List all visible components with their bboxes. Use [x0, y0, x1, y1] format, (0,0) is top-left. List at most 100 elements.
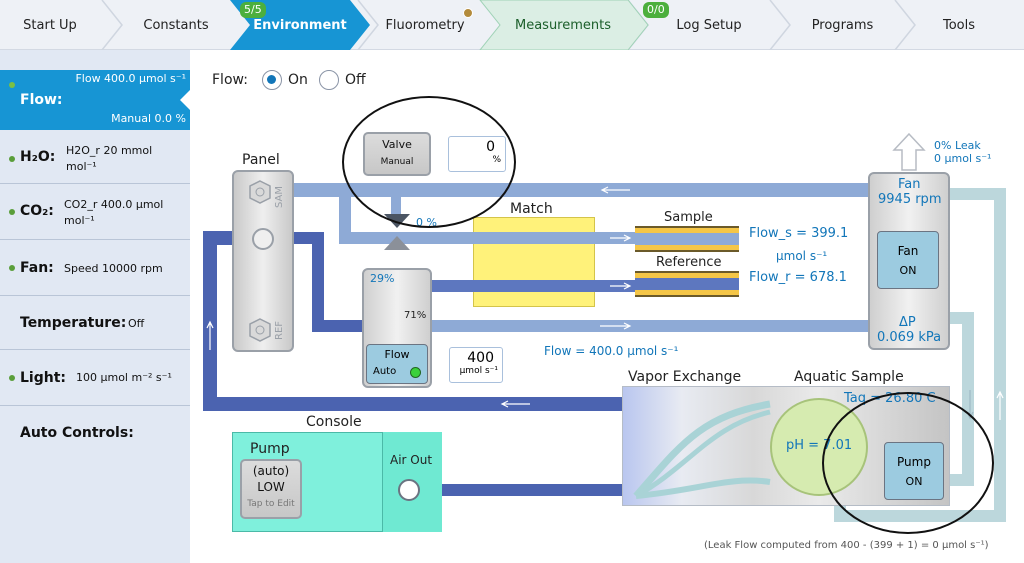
match-label: Match: [510, 201, 553, 217]
sidebar-item-value: Flow 400.0 µmol s⁻¹: [75, 72, 186, 85]
leak-flow: 0 µmol s⁻¹: [934, 152, 992, 165]
sidebar-item-value: mol⁻¹: [66, 160, 97, 173]
reference-cell-flow: [635, 278, 739, 290]
pump-callout-circle: [822, 392, 994, 534]
pump-speed-button[interactable]: (auto) LOW Tap to Edit: [240, 459, 302, 519]
flow-on-label: On: [288, 72, 308, 88]
hexagon-valve-icon: [249, 318, 271, 342]
fan-title: Fan: [898, 177, 921, 192]
tab-environment[interactable]: Environment: [248, 0, 352, 50]
flow-toggle-label: Flow:: [212, 72, 248, 88]
fluorometry-status-dot: [463, 8, 473, 18]
sidebar-item-temperature[interactable]: Temperature: Off: [0, 296, 190, 350]
sample-label: Sample: [664, 210, 713, 225]
flow-r-value: Flow_r = 678.1: [749, 270, 847, 285]
air-out-label: Air Out: [390, 453, 433, 467]
split-71: 71%: [404, 310, 427, 321]
flow-control-mode: Auto: [373, 366, 397, 377]
flow-unit: µmol s⁻¹: [776, 249, 828, 263]
sidebar-item-auto-controls[interactable]: Auto Controls:: [0, 406, 190, 460]
sidebar-item-label: Fan:: [20, 260, 54, 276]
sidebar-item-label: Temperature:: [20, 315, 127, 331]
tab-measurements[interactable]: Measurements: [498, 0, 628, 50]
console-label: Console: [306, 414, 362, 430]
sidebar-item-light[interactable]: Light: 100 µmol m⁻² s⁻¹: [0, 350, 190, 406]
sidebar-item-value: Manual 0.0 %: [111, 112, 186, 125]
tab-fluorometry[interactable]: Fluorometry: [372, 0, 478, 50]
air-out-port: [398, 479, 420, 501]
match-block: [473, 217, 595, 307]
ref-label: REF: [274, 320, 285, 340]
sidebar-item-value: CO2_r 400.0 µmol: [64, 198, 164, 211]
status-dot: [9, 375, 15, 381]
pump-hint: Tap to Edit: [247, 499, 295, 509]
sidebar-item-value: H2O_r 20 mmol: [66, 144, 153, 157]
pump-mode: (auto): [252, 464, 290, 478]
tab-start-up[interactable]: Start Up: [0, 0, 100, 50]
environment-panel: Flow: On Off: [190, 50, 1024, 563]
fan-button-state: ON: [899, 264, 917, 277]
tab-tools[interactable]: Tools: [915, 0, 1003, 50]
status-dot: [9, 265, 15, 271]
panel-port: [252, 228, 274, 250]
flow-readout[interactable]: 400 µmol s⁻¹: [449, 347, 503, 383]
measurements-badge: 0/0: [643, 2, 669, 18]
valve-callout-circle: [342, 96, 516, 228]
fan-rpm: 9945 rpm: [878, 192, 942, 207]
environment-badge: 5/5: [240, 2, 266, 18]
fan-button-title: Fan: [897, 244, 919, 258]
tab-label: Fluorometry: [385, 17, 465, 33]
sidebar-item-label: H₂O:: [20, 149, 56, 165]
leak-percent: 0% Leak: [934, 139, 981, 152]
flow-on-radio[interactable]: [262, 70, 282, 90]
tab-label: Environment: [253, 17, 347, 33]
flow-control-title: Flow: [384, 348, 410, 361]
tab-programs[interactable]: Programs: [790, 0, 895, 50]
tab-label: Tools: [942, 17, 976, 33]
sample-cell-flow: [635, 233, 739, 245]
tab-label: Start Up: [23, 17, 77, 33]
sidebar: Flow: Flow 400.0 µmol s⁻¹ Manual 0.0 % H…: [0, 50, 192, 563]
split-29: 29%: [370, 272, 395, 285]
tab-label: Programs: [811, 17, 874, 33]
top-tab-bar: Start Up Constants Environment 5/5 Fluor…: [0, 0, 1024, 50]
match-sample-line: [473, 232, 595, 244]
sidebar-item-h2o[interactable]: H₂O: H2O_r 20 mmol mol⁻¹: [0, 130, 190, 184]
sidebar-item-value: mol⁻¹: [64, 214, 95, 227]
sidebar-item-fan[interactable]: Fan: Speed 10000 rpm: [0, 240, 190, 296]
status-dot: [9, 156, 15, 162]
flow-s-value: Flow_s = 399.1: [749, 226, 849, 241]
status-dot: [9, 82, 15, 88]
sidebar-item-value: 100 µmol m⁻² s⁻¹: [76, 371, 172, 384]
ref-inlet-pipe: [286, 232, 365, 332]
hexagon-valve-icon: [249, 180, 271, 204]
sidebar-item-value: Speed 10000 rpm: [64, 262, 163, 275]
sidebar-item-value: Off: [128, 317, 145, 330]
sidebar-item-label: Light:: [20, 370, 66, 386]
flow-control-button[interactable]: Flow Auto: [366, 344, 428, 384]
total-flow: Flow = 400.0 µmol s⁻¹: [544, 344, 679, 358]
pump-label: Pump: [250, 441, 290, 457]
tab-label: Constants: [143, 17, 209, 33]
aquatic-sample-label: Aquatic Sample: [794, 369, 904, 385]
fan-toggle-button[interactable]: Fan ON: [877, 231, 939, 289]
sidebar-item-label: CO₂:: [20, 203, 54, 219]
tab-label: Log Setup: [676, 17, 742, 33]
leak-footnote: (Leak Flow computed from 400 - (399 + 1)…: [704, 540, 989, 551]
flow-off-label: Off: [345, 72, 366, 88]
led-green-icon: [410, 367, 421, 378]
sidebar-item-co2[interactable]: CO₂: CO2_r 400.0 µmol mol⁻¹: [0, 184, 190, 240]
status-dot: [9, 209, 15, 215]
tab-log-setup[interactable]: Log Setup: [648, 0, 770, 50]
reference-label: Reference: [656, 255, 722, 270]
flow-off-radio[interactable]: [319, 70, 339, 90]
flow-readout-value: 400: [467, 350, 494, 366]
pump-speed: LOW: [257, 480, 285, 494]
fan-exhaust-arrow-icon: [892, 132, 926, 171]
tab-constants[interactable]: Constants: [120, 0, 232, 50]
panel-label: Panel: [242, 152, 280, 168]
sidebar-item-flow[interactable]: Flow: Flow 400.0 µmol s⁻¹ Manual 0.0 %: [0, 70, 190, 130]
dp-label: ΔP: [899, 315, 916, 330]
sidebar-item-label: Auto Controls:: [20, 425, 134, 441]
